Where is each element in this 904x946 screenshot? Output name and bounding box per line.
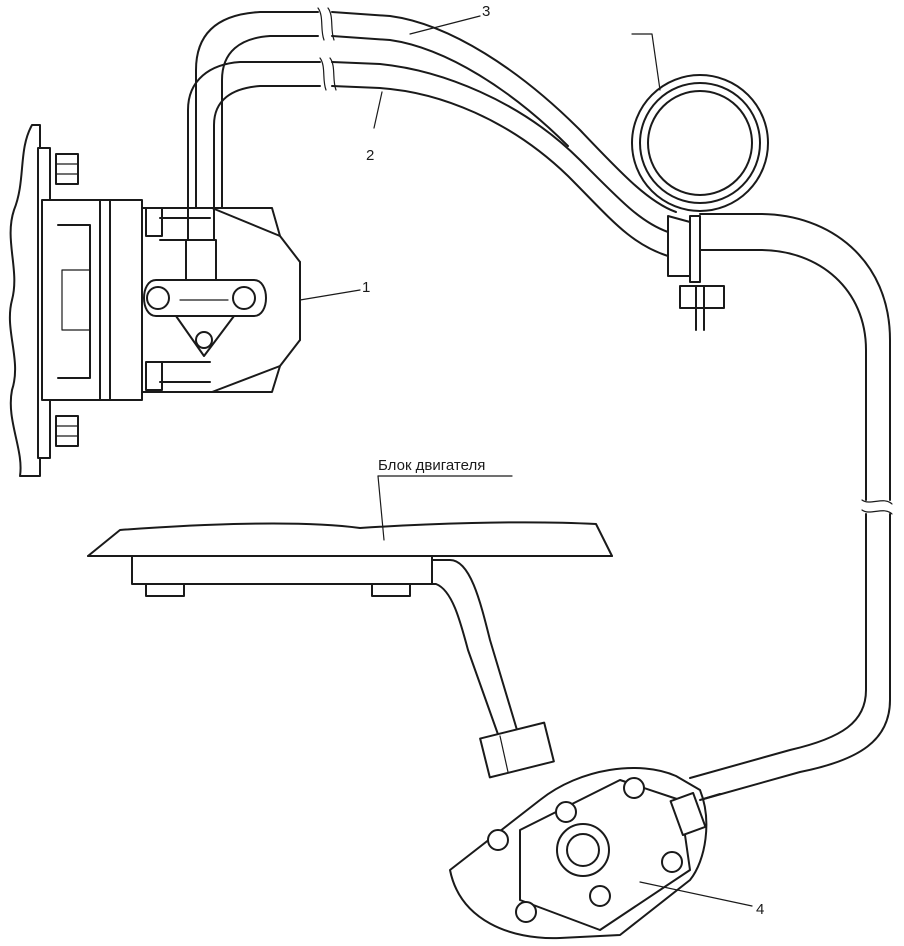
leader-lines [299,15,753,907]
component-1-assembly [8,124,301,477]
label-engine-block: Блок двигателя [378,457,485,474]
label-3: 3 [482,3,490,20]
feed-pipe [431,559,555,779]
long-return-line [689,213,893,801]
hose-clamp [631,74,769,331]
hose-3 [195,7,677,213]
label-2: 2 [366,147,374,164]
label-1: 1 [362,279,370,296]
hose-2 [187,57,669,257]
label-4: 4 [756,901,764,918]
component-4-assembly [449,767,721,940]
engine-block [87,521,613,597]
